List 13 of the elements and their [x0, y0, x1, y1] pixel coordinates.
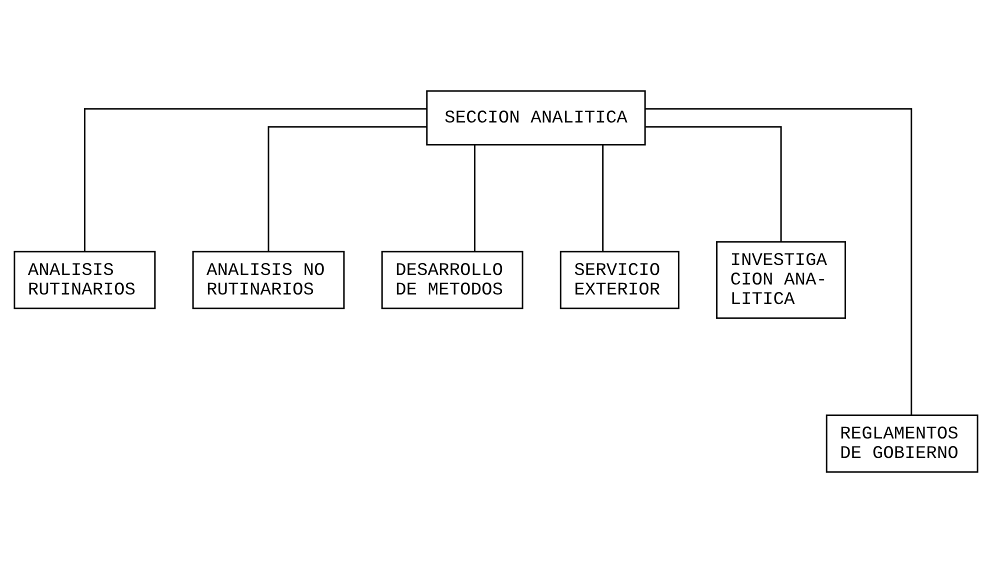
- node-box: REGLAMENTOS DE GOBIERNO: [826, 414, 978, 473]
- connector: [645, 108, 912, 416]
- node-box: SERVICIO EXTERIOR: [560, 250, 680, 310]
- connector: [268, 126, 427, 252]
- connector: [602, 145, 604, 252]
- node-box: ANALISIS NO RUTINARIOS: [192, 250, 345, 310]
- node-box: DESARROLLO DE METODOS: [381, 250, 524, 310]
- connector: [646, 126, 782, 242]
- connector: [84, 108, 427, 252]
- connector: [474, 145, 476, 252]
- node-box: INVESTIGA CION ANA- LITICA: [716, 241, 846, 319]
- node-box: ANALISIS RUTINARIOS: [14, 250, 156, 310]
- node-box: SECCION ANALITICA: [426, 90, 646, 146]
